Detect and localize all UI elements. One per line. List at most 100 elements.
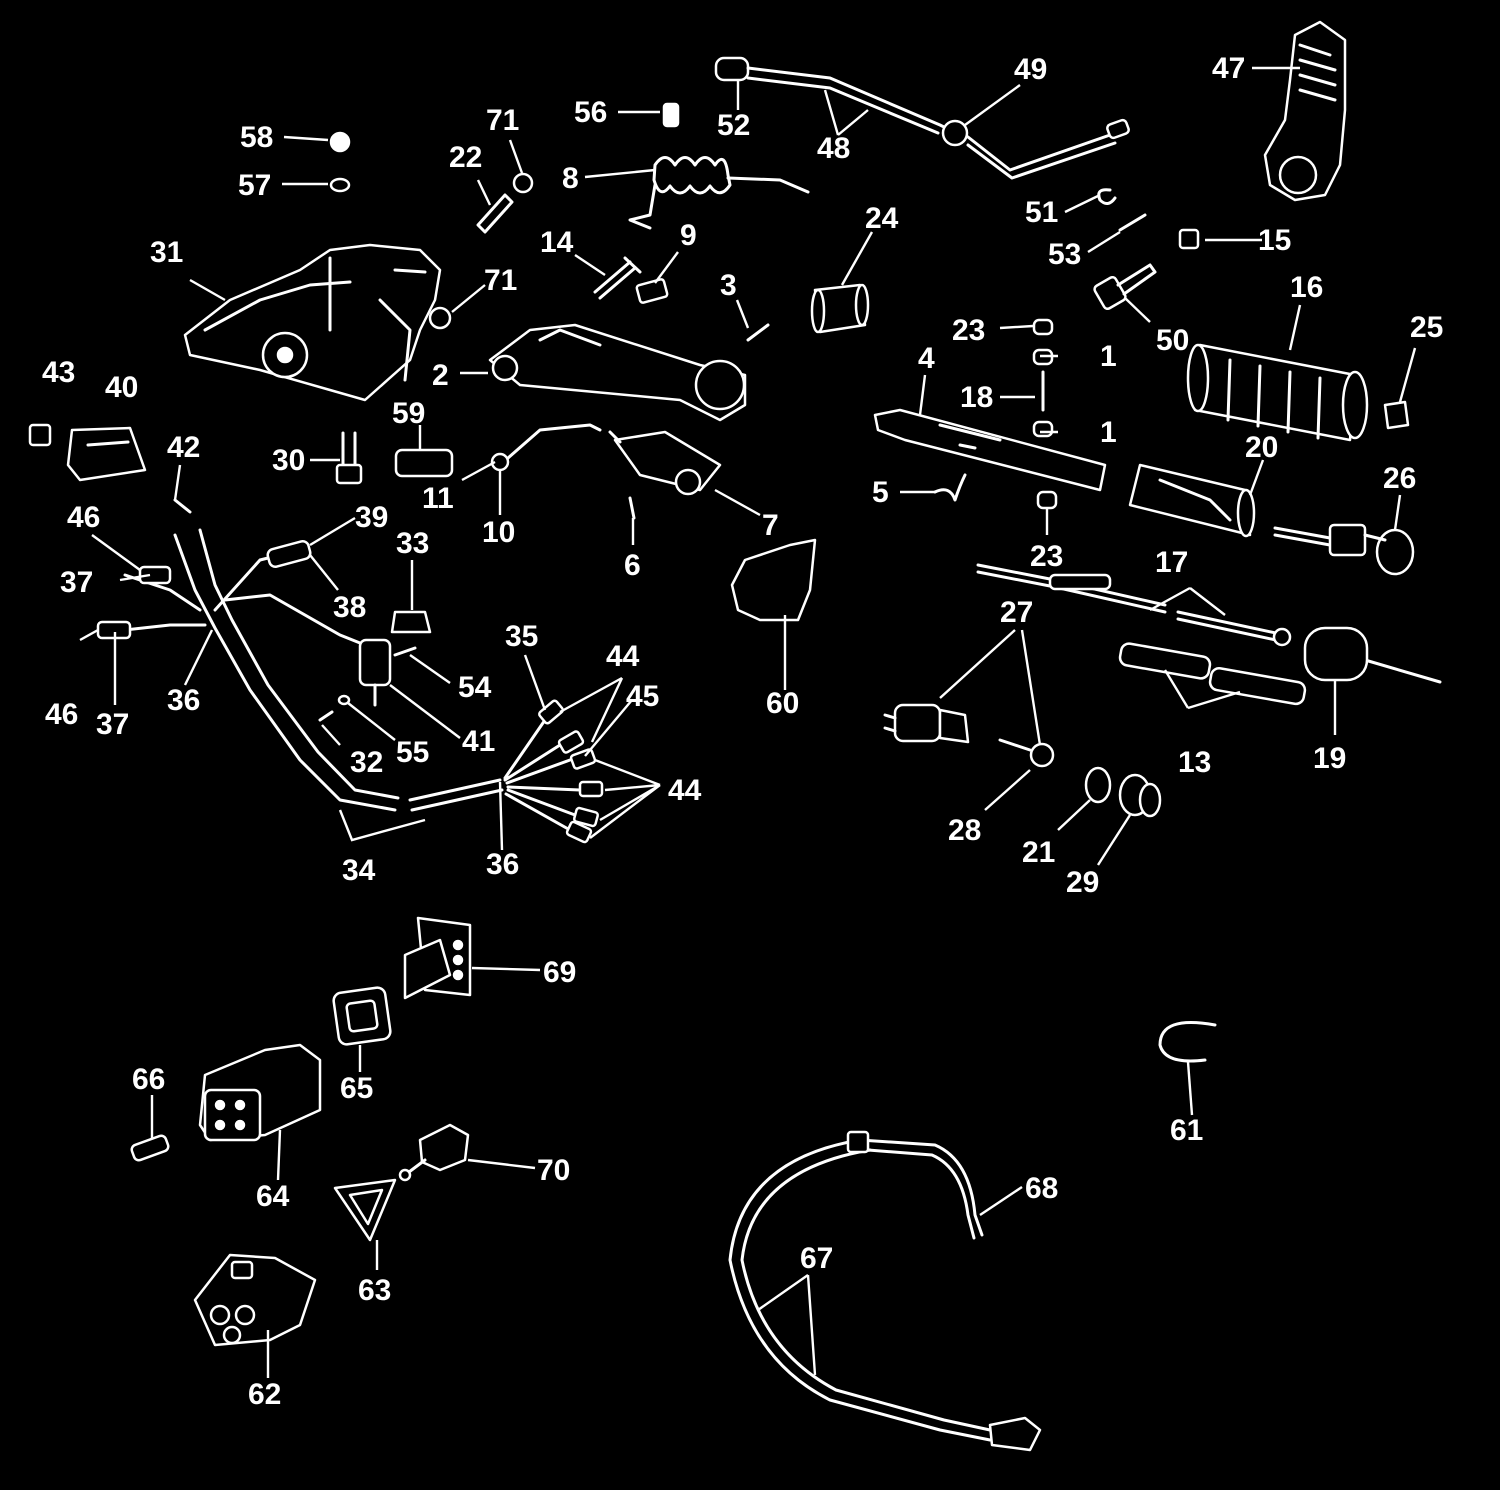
callout-58: 58 bbox=[240, 121, 273, 154]
callout-71-upper: 71 bbox=[486, 104, 519, 137]
callout-20: 20 bbox=[1245, 431, 1278, 464]
part-detent-pin bbox=[1118, 213, 1147, 232]
callout-41: 41 bbox=[462, 725, 495, 758]
part-screw bbox=[593, 256, 642, 300]
callout-33: 33 bbox=[396, 527, 429, 560]
callout-49: 49 bbox=[1014, 53, 1047, 86]
callout-62: 62 bbox=[248, 1378, 281, 1411]
callout-17: 17 bbox=[1155, 546, 1188, 579]
callout-28: 28 bbox=[948, 814, 981, 847]
part-connector-housing bbox=[193, 1253, 317, 1347]
callout-3: 3 bbox=[720, 269, 737, 302]
part-connector-cap bbox=[28, 423, 52, 447]
callout-68: 68 bbox=[1025, 1172, 1058, 1205]
callout-37-lower: 37 bbox=[96, 708, 129, 741]
callout-71-lower: 71 bbox=[484, 264, 517, 297]
part-terminal-plate bbox=[390, 610, 432, 634]
callout-5: 5 bbox=[872, 476, 889, 509]
callout-23-upper: 23 bbox=[952, 314, 985, 347]
part-square-nut bbox=[1178, 228, 1200, 250]
part-terminal bbox=[173, 498, 192, 514]
callout-50: 50 bbox=[1156, 324, 1189, 357]
callout-4: 4 bbox=[918, 342, 935, 375]
part-shift-shaft bbox=[873, 408, 1107, 492]
part-locknut bbox=[635, 278, 669, 304]
callout-14: 14 bbox=[540, 226, 574, 259]
callout-30: 30 bbox=[272, 444, 305, 477]
part-spring bbox=[628, 156, 810, 230]
callout-1-upper: 1 bbox=[1100, 340, 1117, 373]
part-end-cap bbox=[1383, 400, 1410, 430]
part-gasket-square bbox=[332, 986, 392, 1046]
callout-38: 38 bbox=[333, 591, 366, 624]
part-cable-clamp bbox=[1303, 626, 1369, 682]
callout-64: 64 bbox=[256, 1180, 290, 1213]
part-throttle-cables bbox=[976, 563, 1442, 684]
callout-8: 8 bbox=[562, 162, 579, 195]
part-connector-pin bbox=[130, 1134, 170, 1162]
callout-63: 63 bbox=[358, 1274, 391, 1307]
part-detent-lower bbox=[1032, 420, 1054, 438]
part-control-rod bbox=[714, 56, 1130, 180]
callout-31: 31 bbox=[150, 236, 183, 269]
callout-37-upper: 37 bbox=[60, 566, 93, 599]
part-clamp-strap bbox=[1158, 1021, 1217, 1063]
callout-44-upper: 44 bbox=[606, 640, 640, 673]
part-washer-lower bbox=[428, 306, 452, 330]
part-grip-housing bbox=[1128, 463, 1256, 538]
part-terminal-post bbox=[398, 1123, 470, 1182]
callout-7: 7 bbox=[762, 509, 779, 542]
part-spacer-upper bbox=[1032, 318, 1054, 336]
callout-69: 69 bbox=[543, 956, 576, 989]
callout-47: 47 bbox=[1212, 52, 1245, 85]
callout-13: 13 bbox=[1178, 746, 1211, 779]
part-twist-grip bbox=[1186, 343, 1369, 442]
part-cable-sleeve-upper bbox=[1118, 642, 1212, 680]
part-lanyard-cable bbox=[728, 1130, 1042, 1452]
callout-1-lower: 1 bbox=[1100, 416, 1117, 449]
part-solenoid bbox=[358, 638, 392, 707]
callout-18: 18 bbox=[960, 381, 993, 414]
part-spring-clip bbox=[1097, 188, 1117, 205]
callout-26: 26 bbox=[1383, 462, 1416, 495]
callout-44-lower: 44 bbox=[668, 774, 702, 807]
part-small-ring bbox=[337, 694, 351, 706]
callout-35: 35 bbox=[505, 620, 538, 653]
part-switch-washer bbox=[1084, 766, 1112, 804]
callout-56: 56 bbox=[574, 96, 607, 129]
part-triangle-grommet bbox=[333, 1178, 397, 1242]
part-grip-handle bbox=[1263, 20, 1347, 202]
part-neutral-switch bbox=[608, 430, 722, 496]
callout-22: 22 bbox=[449, 141, 482, 174]
part-washer-upper bbox=[512, 172, 534, 194]
callout-15: 15 bbox=[1258, 224, 1291, 257]
callout-57: 57 bbox=[238, 169, 271, 202]
callout-23-lower: 23 bbox=[1030, 540, 1063, 573]
part-mount-screw bbox=[318, 710, 334, 722]
callout-48: 48 bbox=[817, 132, 850, 165]
callout-2: 2 bbox=[432, 359, 449, 392]
part-bushing bbox=[810, 283, 870, 334]
part-connector-bracket bbox=[403, 916, 472, 1000]
part-pin bbox=[476, 193, 514, 234]
callout-32: 32 bbox=[350, 746, 383, 779]
callout-52: 52 bbox=[717, 109, 750, 142]
callout-34: 34 bbox=[342, 854, 376, 887]
part-spacer-lower bbox=[1036, 490, 1058, 510]
part-ground-wire bbox=[490, 423, 602, 472]
part-harness-terminals bbox=[408, 699, 604, 844]
callout-9: 9 bbox=[680, 219, 697, 252]
part-cable-sleeve-lower bbox=[1208, 667, 1307, 706]
callout-29: 29 bbox=[1066, 866, 1099, 899]
callout-6: 6 bbox=[624, 549, 641, 582]
callout-66: 66 bbox=[132, 1063, 165, 1096]
callout-36-upper: 36 bbox=[167, 684, 200, 717]
callout-10: 10 bbox=[482, 516, 515, 549]
part-housing-cover bbox=[183, 243, 442, 402]
callout-25: 25 bbox=[1410, 311, 1443, 344]
part-bolt bbox=[1093, 263, 1157, 311]
callout-55: 55 bbox=[396, 736, 429, 769]
part-ignition-switch bbox=[883, 703, 970, 744]
part-sleeve bbox=[394, 448, 454, 478]
